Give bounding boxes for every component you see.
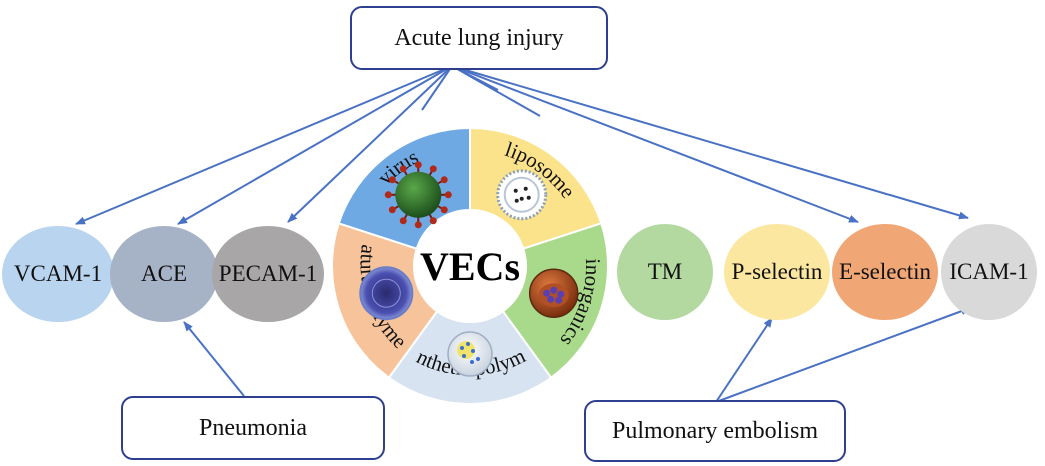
connector-arrows [75, 65, 971, 403]
icam1-oval: ICAM-1 [941, 224, 1037, 320]
ace-oval: ACE [110, 226, 218, 322]
arrow-pneumonia-to-ace [183, 321, 245, 397]
arrow-pe-to-pselectin [715, 317, 773, 403]
arrow-ali-to-icam1 [451, 65, 969, 220]
acute-lung-injury-box: Acute lung injury [350, 6, 608, 70]
arrow-ali-to-vcam1 [75, 65, 453, 225]
pselectin-label: P-selectin [731, 259, 823, 284]
arrow-ali-to-wheel-right [451, 65, 541, 117]
pneumonia-box: Pneumonia [121, 396, 385, 460]
pneumonia-label: Pneumonia [199, 414, 307, 441]
tm-oval: TM [617, 224, 713, 320]
wheel-center [416, 212, 524, 320]
vcam1-label: VCAM-1 [13, 261, 103, 286]
liposome-icon [496, 169, 548, 221]
pecam1-label: PECAM-1 [218, 261, 318, 286]
vcam1-oval: VCAM-1 [2, 226, 114, 322]
tm-label: TM [647, 259, 683, 284]
pselectin-oval: P-selectin [724, 224, 830, 320]
arrow-pe-to-icam1 [715, 307, 971, 403]
inorganic-nanoparticle-icon [528, 268, 579, 318]
icam1-label: ICAM-1 [949, 259, 1029, 284]
acute-lung-injury-label: Acute lung injury [394, 24, 564, 51]
eselectin-label: E-selectin [839, 259, 931, 284]
vecs-center-label: VECs [420, 244, 520, 289]
natural-polymer-icon [359, 266, 414, 321]
eselectin-oval: E-selectin [832, 224, 938, 320]
arrow-ali-to-eselectin [451, 65, 859, 223]
ace-label: ACE [141, 261, 187, 286]
arrow-ali-to-pecam1 [287, 65, 453, 223]
pulmonary-embolism-box: Pulmonary embolism [584, 400, 846, 462]
pulmonary-embolism-label: Pulmonary embolism [612, 417, 818, 444]
pecam1-oval: PECAM-1 [212, 226, 324, 322]
arrow-ali-to-wheel-left [421, 65, 453, 111]
virus-icon [384, 161, 452, 229]
arrow-ali-to-ace [177, 65, 453, 225]
synthetic-polymer-icon [447, 331, 493, 377]
